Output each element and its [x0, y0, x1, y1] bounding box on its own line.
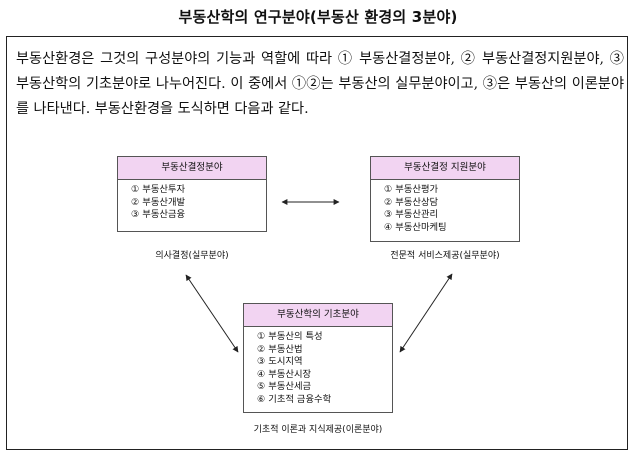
- list-item: ② 부동산상담: [384, 196, 439, 208]
- basic-field-header: 부동산학의 기초분야: [244, 304, 392, 327]
- basic-field-box: 부동산학의 기초분야 ① 부동산의 특성 ② 부동산법 ③ 도시지역 ④ 부동산…: [243, 303, 393, 413]
- list-item: ③ 도시지역: [257, 356, 303, 367]
- intro-paragraph: 부동산환경은 그것의 구성분야의 기능과 역할에 따라 ① 부동산결정분야, ②…: [16, 51, 624, 117]
- page-title: 부동산학의 연구분야(부동산 환경의 3분야): [178, 8, 458, 26]
- decision-field-list: ① 부동산투자 ② 부동산개발 ③ 부동산금융: [118, 180, 266, 226]
- list-item: ④ 부동산마케팅: [384, 221, 447, 233]
- support-field-caption: 전문적 서비스제공(실무분야): [390, 251, 500, 261]
- arrow-decision-basic: [185, 274, 239, 353]
- support-field-list: ① 부동산평가 ② 부동산상담 ③ 부동산관리 ④ 부동산마케팅: [371, 180, 519, 238]
- list-item: ④ 부동산시장: [257, 368, 312, 380]
- content-frame: [6, 36, 628, 450]
- list-item: ③ 부동산금융: [131, 209, 186, 220]
- arrow-support-basic: [399, 273, 453, 353]
- list-item: ① 부동산평가: [384, 184, 439, 195]
- list-item: ① 부동산투자: [131, 184, 186, 195]
- basic-field-caption: 기초적 이론과 지식제공(이론분야): [253, 425, 383, 435]
- list-item: ⑥ 기초적 금융수학: [257, 393, 332, 405]
- support-field-box: 부동산결정 지원분야 ① 부동산평가 ② 부동산상담 ③ 부동산관리 ④ 부동산…: [370, 156, 520, 242]
- support-field-header: 부동산결정 지원분야: [371, 157, 519, 180]
- basic-field-list: ① 부동산의 특성 ② 부동산법 ③ 도시지역 ④ 부동산시장 ⑤ 부동산세금 …: [244, 327, 392, 410]
- list-item: ② 부동산법: [257, 343, 303, 355]
- list-item: ① 부동산의 특성: [257, 331, 323, 342]
- decision-field-header: 부동산결정분야: [118, 157, 266, 180]
- list-item: ⑤ 부동산세금: [257, 381, 312, 392]
- list-item: ③ 부동산관리: [384, 209, 439, 220]
- list-item: ② 부동산개발: [131, 196, 186, 208]
- decision-field-caption: 의사결정(실무분야): [155, 251, 229, 261]
- decision-field-box: 부동산결정분야 ① 부동산투자 ② 부동산개발 ③ 부동산금융: [117, 156, 267, 232]
